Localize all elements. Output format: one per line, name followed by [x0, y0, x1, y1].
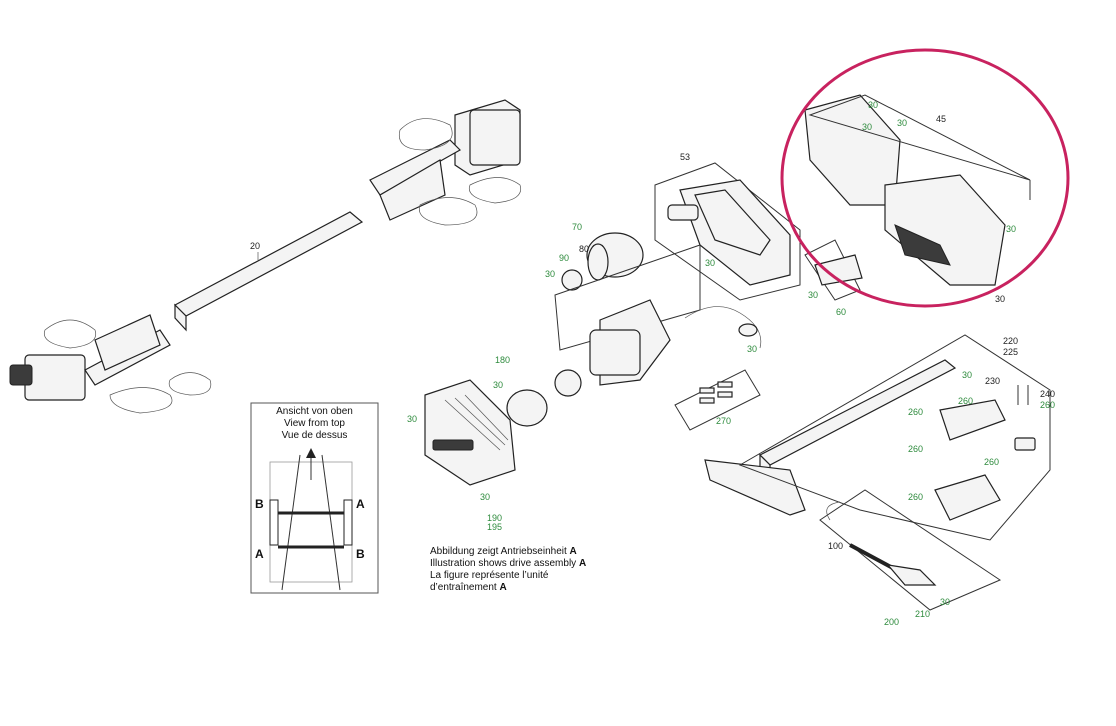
label-53: 53: [680, 152, 690, 162]
top-view-inset: [250, 402, 379, 594]
label-225: 225: [1003, 347, 1018, 357]
label-70: 70: [572, 222, 582, 232]
complete-drive-assembly: 20: [9, 99, 522, 414]
label-260-c: 260: [908, 407, 923, 417]
label-180: 180: [495, 355, 510, 365]
caption-fr-1: La figure représente l’unité: [430, 570, 549, 581]
caption-fr-2: d’entraînement A: [430, 582, 507, 593]
label-200: 200: [884, 617, 899, 627]
label-30-k: 30: [407, 414, 417, 424]
inset-label-a-top: A: [356, 497, 365, 511]
label-220: 220: [1003, 336, 1018, 346]
label-260-f: 260: [908, 492, 923, 502]
label-20: 20: [250, 241, 260, 251]
label-240: 240: [1040, 389, 1055, 399]
caption-de: Abbildung zeigt Antriebseinheit A: [430, 546, 577, 557]
label-30-l: 30: [480, 492, 490, 502]
label-90: 90: [559, 253, 569, 263]
inset-title-fr: Vue de dessus: [281, 430, 348, 441]
label-30-e: 30: [897, 118, 907, 128]
label-45: 45: [936, 114, 946, 124]
label-30-a: 30: [545, 269, 555, 279]
drive-assembly-caption: Abbildung zeigt Antriebseinheit A Illust…: [430, 546, 586, 594]
label-30-j: 30: [493, 380, 503, 390]
part-number-labels: 53 70 80 90 30 30 30 30 30 45 30 30 30 6…: [407, 100, 1055, 627]
label-30-h: 30: [808, 290, 818, 300]
label-30-c: 30: [868, 100, 878, 110]
label-195: 195: [487, 522, 502, 532]
label-230: 230: [985, 376, 1000, 386]
inset-label-b-bottom: B: [356, 547, 365, 561]
label-30-n: 30: [940, 597, 950, 607]
label-30-i: 30: [747, 344, 757, 354]
label-30-f: 30: [1006, 224, 1016, 234]
label-80: 80: [579, 244, 589, 254]
motor-gear-exploded-parts: [424, 162, 801, 486]
label-30-d: 30: [862, 122, 872, 132]
housing-cover-parts: [804, 94, 1031, 301]
label-190: 190: [487, 513, 502, 523]
label-60: 60: [836, 307, 846, 317]
label-30-g: 30: [995, 294, 1005, 304]
inset-title-de: Ansicht von oben: [276, 406, 353, 417]
label-30-m: 30: [962, 370, 972, 380]
label-260-b: 260: [958, 396, 973, 406]
inset-title-en: View from top: [284, 418, 345, 429]
caption-en: Illustration shows drive assembly A: [430, 558, 587, 569]
rail-bracket-spindle-parts: [704, 334, 1051, 611]
label-30-b: 30: [705, 258, 715, 268]
inset-title: Ansicht von oben View from top Vue de de…: [251, 406, 378, 442]
highlight-circle: [780, 48, 1070, 308]
label-270: 270: [716, 416, 731, 426]
label-100: 100: [828, 541, 843, 551]
inset-label-a-bottom: A: [255, 547, 264, 561]
label-260-e: 260: [984, 457, 999, 467]
label-260-d: 260: [908, 444, 923, 454]
label-260-a: 260: [1040, 400, 1055, 410]
label-210: 210: [915, 609, 930, 619]
inset-label-b-top: B: [255, 497, 264, 511]
